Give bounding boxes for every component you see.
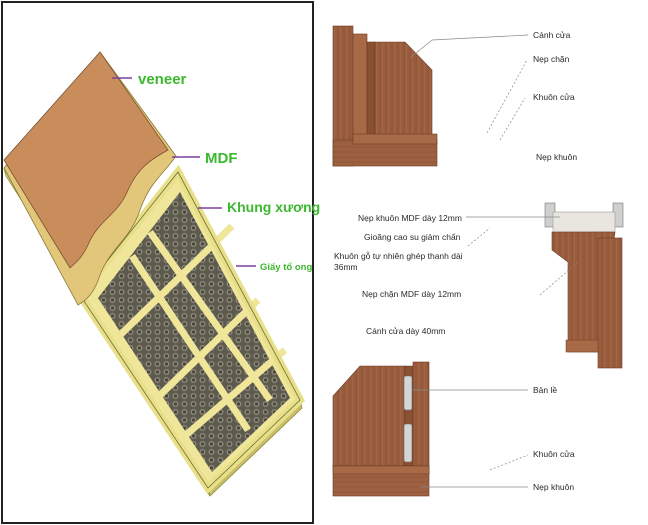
label-khuon-cua-bottom: Khuôn cửa (533, 449, 575, 459)
label-ban-le: Bản lề (533, 385, 557, 395)
door-layers-illustration (3, 51, 305, 497)
label-frame: Khung xương (227, 199, 320, 215)
frame-rim-outline (79, 171, 301, 489)
label-veneer: veneer (138, 71, 187, 88)
label-gioang: Gioăng cao su giảm chấn (364, 232, 461, 242)
label-mdf: MDF (205, 150, 238, 167)
hinge-corner-illustration (332, 361, 430, 497)
veneer-layer (3, 51, 169, 269)
bottom-leaders (412, 389, 529, 488)
label-khuon-go: Khuôn gỗ tự nhiên ghép thanh dài (334, 251, 463, 261)
label-nep-khuon: Nẹp khuôn (536, 152, 577, 162)
label-canh-cua: Cánh cửa (533, 30, 571, 40)
label-khuon-cua: Khuôn cửa (533, 92, 575, 102)
middle-leaders (466, 216, 579, 296)
label-nep-khuon-bottom: Nẹp khuôn (533, 482, 574, 492)
cross-section-illustration (544, 202, 624, 369)
label-canh-cua-40mm: Cánh cửa dày 40mm (366, 326, 445, 336)
honeycomb-fill (98, 192, 290, 472)
top-leaders (409, 34, 529, 141)
left-leaders (112, 77, 256, 267)
label-nep-chan: Nẹp chặn (533, 54, 570, 64)
label-nep-khuon-mdf: Nẹp khuôn MDF dày 12mm (358, 213, 462, 223)
label-honeycomb: Giấy tổ ong (260, 262, 312, 273)
label-nep-chan-mdf: Nẹp chặn MDF dày 12mm (362, 289, 461, 299)
label-khuon-go-36mm: 36mm (334, 262, 358, 272)
frame-corner-illustration (332, 25, 438, 167)
frame-bars (112, 223, 288, 443)
